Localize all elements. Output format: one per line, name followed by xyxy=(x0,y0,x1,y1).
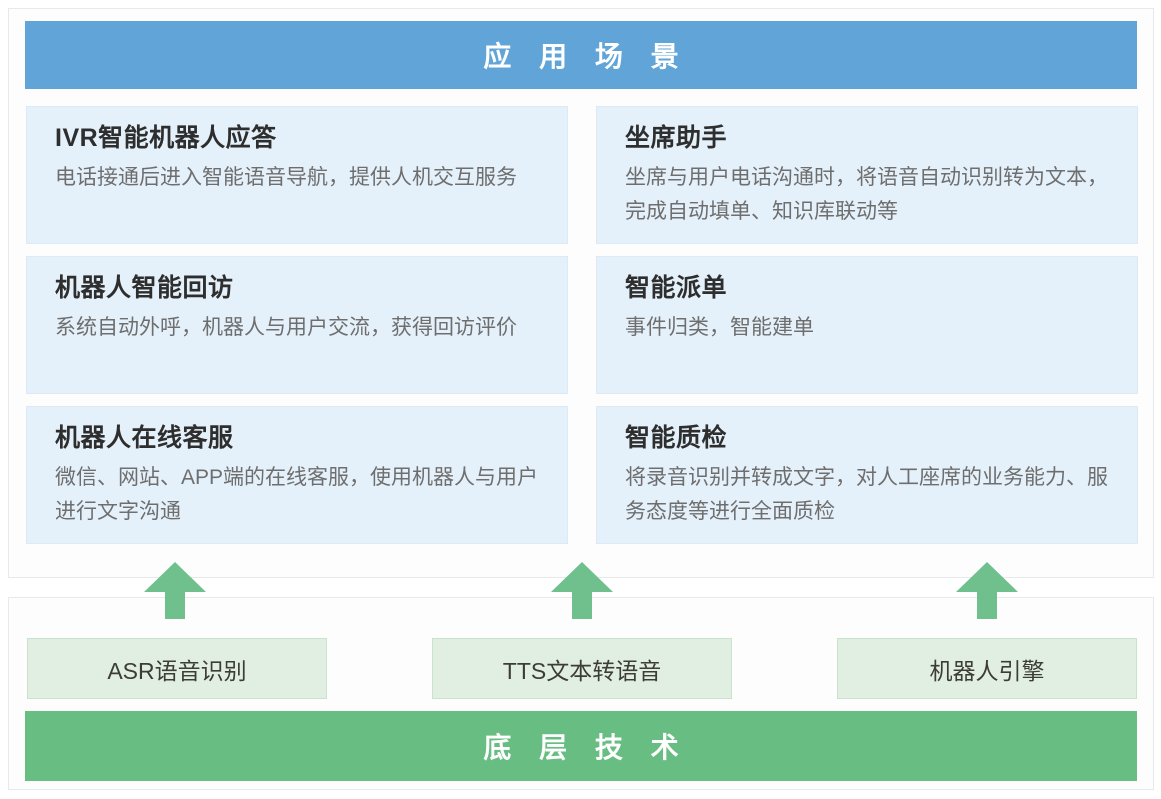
card-description: 事件归类，智能建单 xyxy=(625,316,814,339)
applications-title: 应 用 场 景 xyxy=(483,41,689,72)
card-ivr-robot-answering: IVR智能机器人应答 电话接通后进入智能语音导航，提供人机交互服务 xyxy=(26,106,568,244)
card-description: 坐席与用户电话沟通时，将语音自动识别转为文本，完成自动填单、知识库联动等 xyxy=(625,166,1108,223)
application-scenarios-panel: 应 用 场 景 IVR智能机器人应答 电话接通后进入智能语音导航，提供人机交互服… xyxy=(8,8,1154,578)
up-arrow-icon xyxy=(144,562,206,619)
card-description: 将录音识别并转成文字，对人工座席的业务能力、服务态度等进行全面质检 xyxy=(625,466,1108,523)
card-title: IVR智能机器人应答 xyxy=(55,124,277,152)
card-robot-online-service: 机器人在线客服 微信、网站、APP端的在线客服，使用机器人与用户进行文字沟通 xyxy=(26,406,568,544)
scenario-cards-grid: IVR智能机器人应答 电话接通后进入智能语音导航，提供人机交互服务 坐席助手 坐… xyxy=(26,106,1138,544)
arrow-head xyxy=(956,562,1018,592)
base-technology-panel: ASR语音识别 TTS文本转语音 机器人引擎 底 层 技 术 xyxy=(8,597,1154,790)
card-title: 机器人在线客服 xyxy=(55,424,234,452)
card-title: 智能质检 xyxy=(625,424,728,452)
tech-box-label: ASR语音识别 xyxy=(107,657,247,684)
card-description: 电话接通后进入智能语音导航，提供人机交互服务 xyxy=(55,166,517,189)
card-agent-assistant: 坐席助手 坐席与用户电话沟通时，将语音自动识别转为文本，完成自动填单、知识库联动… xyxy=(596,106,1138,244)
tech-box-tts: TTS文本转语音 xyxy=(432,638,732,699)
tech-box-label: TTS文本转语音 xyxy=(502,657,662,684)
arrow-stem xyxy=(165,592,185,619)
up-arrow-icon xyxy=(956,562,1018,619)
card-smart-quality-inspection: 智能质检 将录音识别并转成文字，对人工座席的业务能力、服务态度等进行全面质检 xyxy=(596,406,1138,544)
section-header-technology: 底 层 技 术 xyxy=(25,711,1137,781)
tech-box-asr: ASR语音识别 xyxy=(27,638,327,699)
card-title: 智能派单 xyxy=(625,274,728,302)
arrow-stem xyxy=(572,592,592,619)
up-arrow-icon xyxy=(551,562,613,619)
tech-box-robot-engine: 机器人引擎 xyxy=(837,638,1137,699)
technology-boxes-row: ASR语音识别 TTS文本转语音 机器人引擎 xyxy=(27,638,1137,699)
arrow-head xyxy=(551,562,613,592)
card-title: 坐席助手 xyxy=(625,124,728,152)
arrow-stem xyxy=(977,592,997,619)
card-title: 机器人智能回访 xyxy=(55,274,234,302)
card-description: 微信、网站、APP端的在线客服，使用机器人与用户进行文字沟通 xyxy=(55,466,539,523)
card-robot-smart-callback: 机器人智能回访 系统自动外呼，机器人与用户交流，获得回访评价 xyxy=(26,256,568,394)
card-smart-dispatch: 智能派单 事件归类，智能建单 xyxy=(596,256,1138,394)
card-description: 系统自动外呼，机器人与用户交流，获得回访评价 xyxy=(55,316,517,339)
arrow-head xyxy=(144,562,206,592)
technology-title: 底 层 技 术 xyxy=(483,732,689,763)
tech-box-label: 机器人引擎 xyxy=(929,657,1045,684)
section-header-applications: 应 用 场 景 xyxy=(25,21,1137,89)
